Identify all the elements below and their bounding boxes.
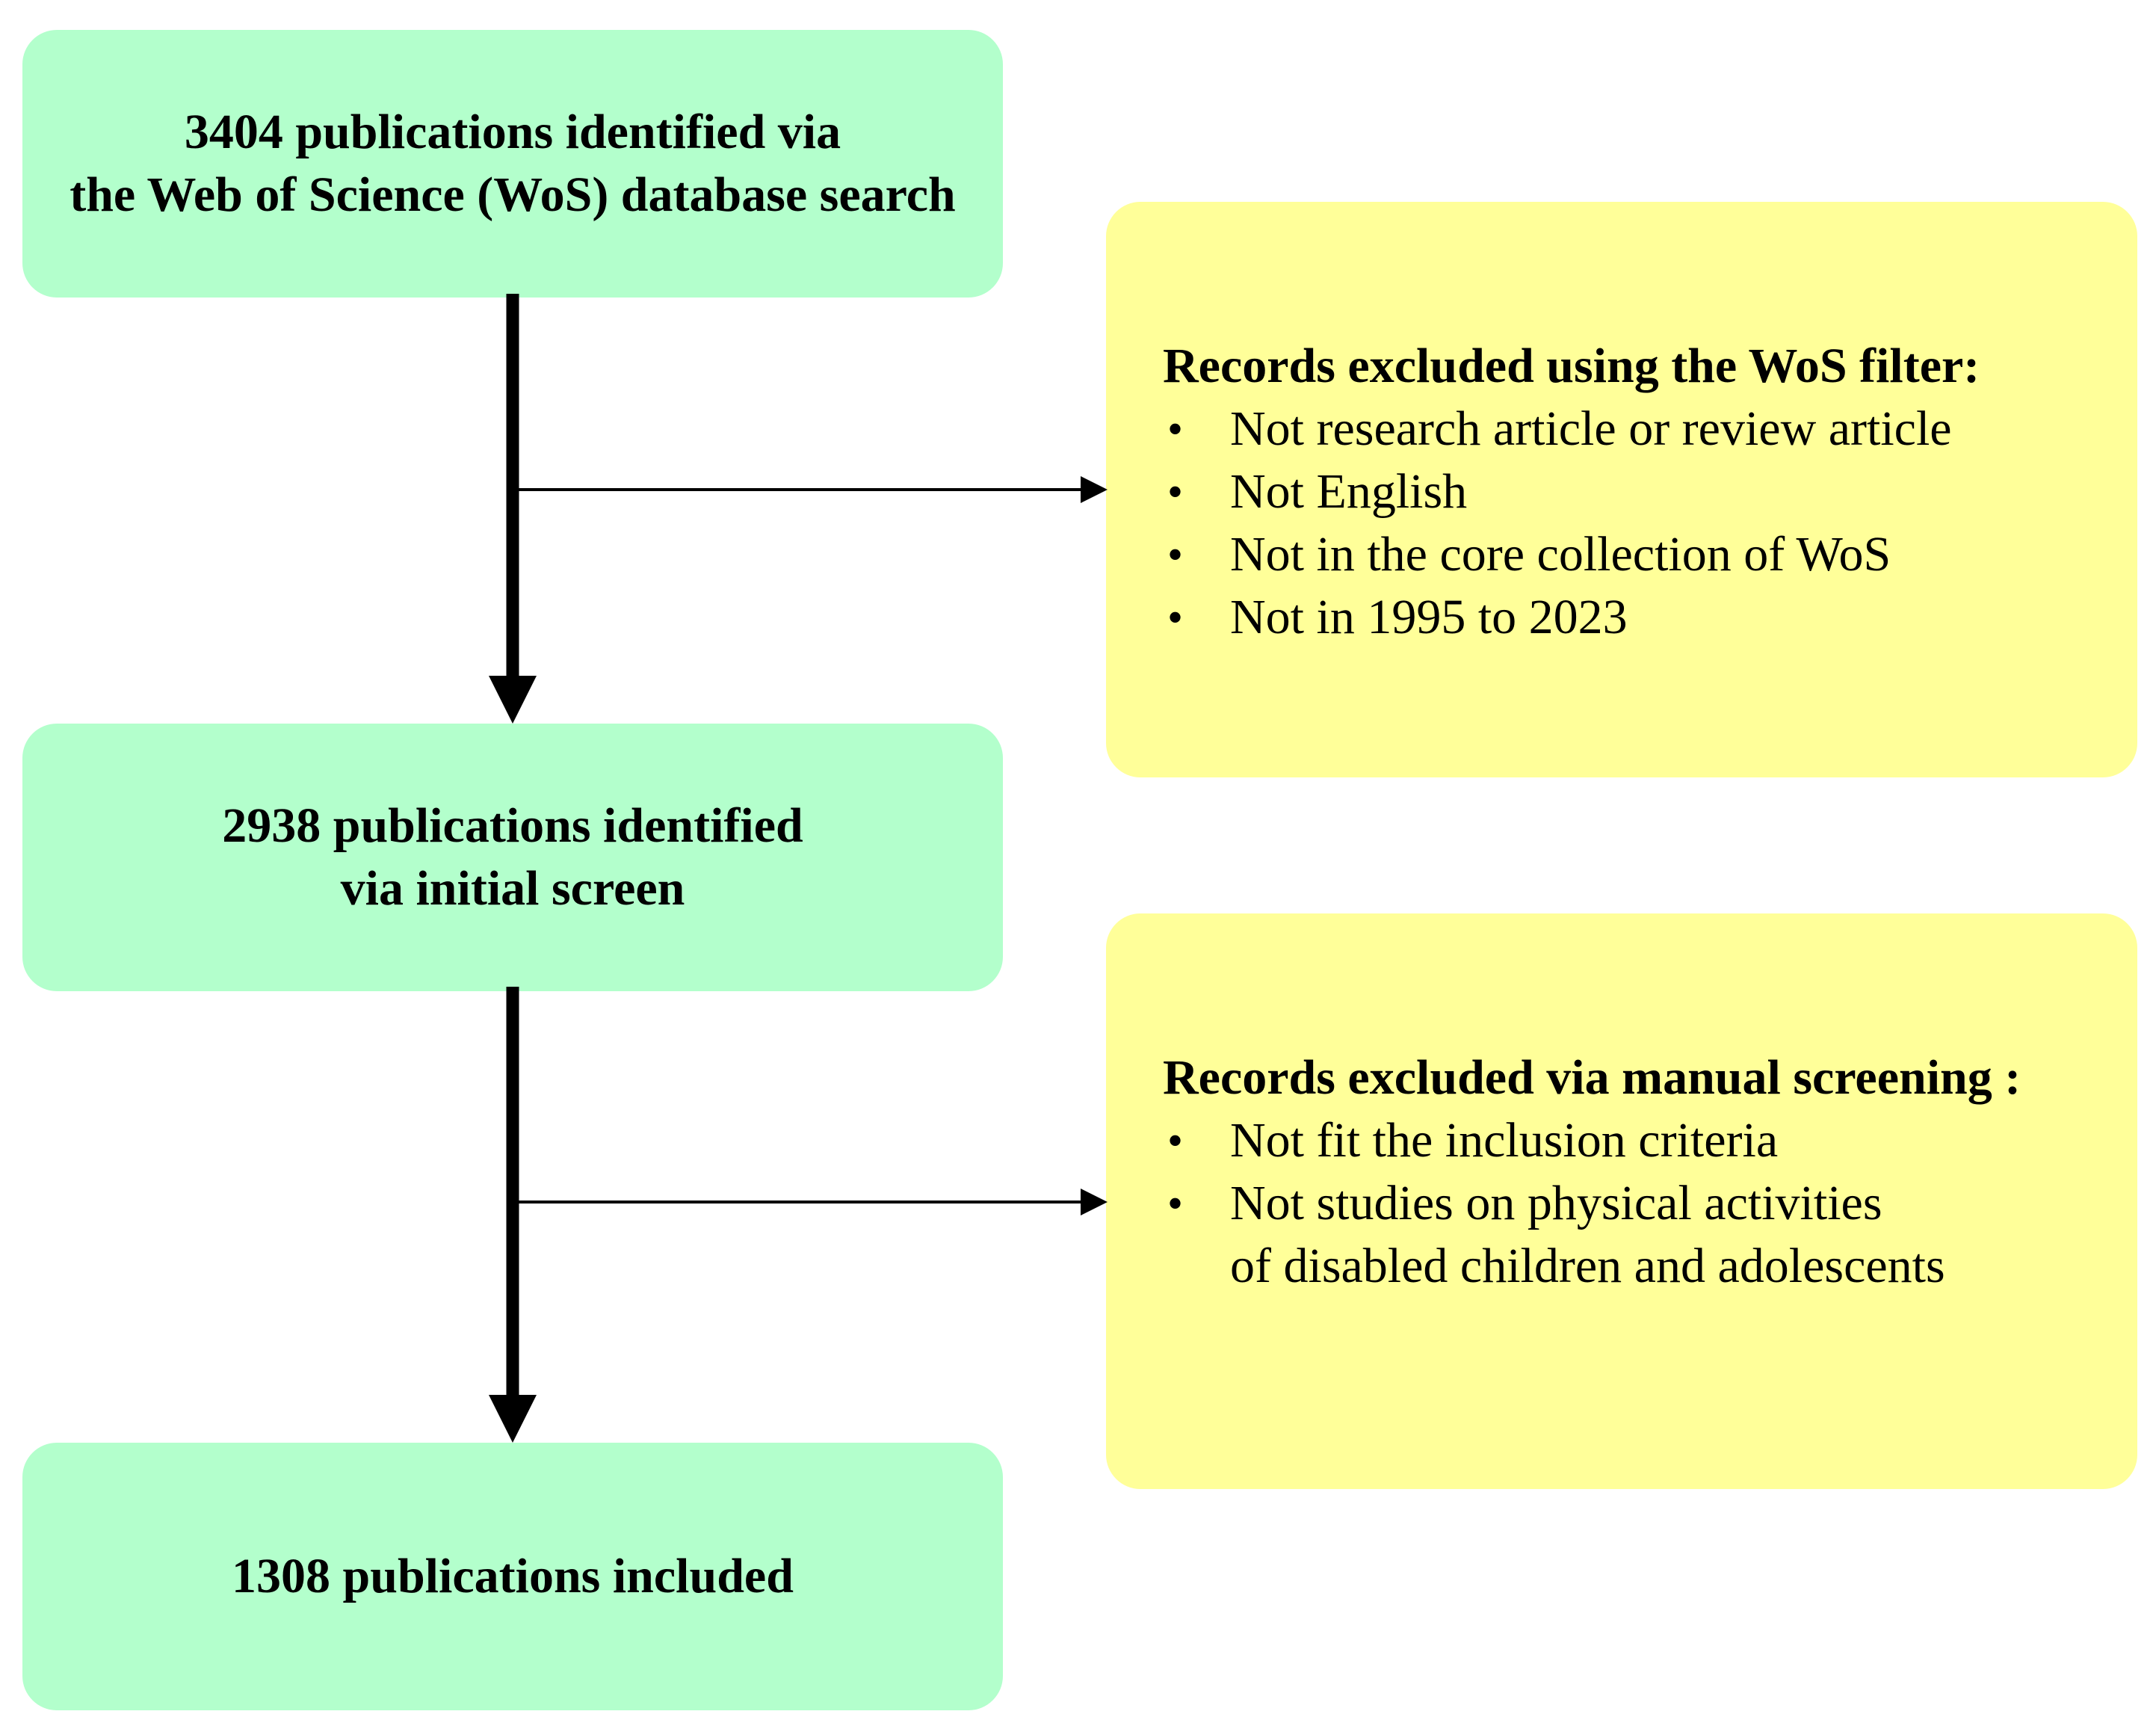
list-item-text-continuation: of disabled children and adolescents <box>1230 1239 1945 1293</box>
screened-box: 2938 publications identified via initial… <box>22 724 1003 991</box>
list-item-text: Not fit the inclusion criteria <box>1230 1113 1779 1168</box>
manual-list: • Not fit the inclusion criteria • Not s… <box>1163 1109 2137 1298</box>
bullet-icon: • <box>1167 1179 1184 1228</box>
exclusion-arrow-1-head <box>1081 476 1108 503</box>
identified-text: 3404 publications identified via the Web… <box>70 101 956 226</box>
screened-line-2: via initial screen <box>340 861 685 916</box>
list-item-text: Not in 1995 to 2023 <box>1230 590 1628 644</box>
identified-box: 3404 publications identified via the Web… <box>22 30 1003 298</box>
wos-filter-list: • Not research article or review article… <box>1163 398 2137 649</box>
bullet-icon: • <box>1167 530 1184 579</box>
exclusion-arrow-2-head <box>1081 1189 1108 1215</box>
bullet-icon: • <box>1167 404 1184 454</box>
identified-line-2: the Web of Science (WoS) database search <box>70 167 956 222</box>
list-item: • Not in the core collection of WoS <box>1163 523 2137 586</box>
identified-line-1: 3404 publications identified via <box>184 105 841 159</box>
included-text: 1308 publications included <box>232 1545 794 1608</box>
main-flow-arrow-2-head <box>489 1395 537 1443</box>
list-item: • Not research article or review article <box>1163 398 2137 460</box>
list-item-text: Not research article or review article <box>1230 401 1952 456</box>
list-item-text: Not English <box>1230 464 1468 519</box>
bullet-icon: • <box>1167 1116 1184 1165</box>
screened-text: 2938 publications identified via initial… <box>222 795 803 920</box>
list-item-text: Not studies on physical activities <box>1230 1176 1882 1230</box>
included-box: 1308 publications included <box>22 1443 1003 1710</box>
main-flow-arrow-1-head <box>489 676 537 724</box>
bullet-icon: • <box>1167 467 1184 517</box>
bullet-icon: • <box>1167 593 1184 642</box>
wos-filter-heading: Records excluded using the WoS filter: <box>1163 339 1980 393</box>
list-item-text: Not in the core collection of WoS <box>1230 527 1891 582</box>
manual-heading: Records excluded via manual screening : <box>1163 1050 2021 1105</box>
list-item: • Not in 1995 to 2023 <box>1163 586 2137 649</box>
screened-line-1: 2938 publications identified <box>222 798 803 853</box>
included-line-1: 1308 publications included <box>232 1549 794 1603</box>
list-item: • Not studies on physical activities of … <box>1163 1172 2137 1298</box>
list-item: • Not fit the inclusion criteria <box>1163 1109 2137 1172</box>
list-item: • Not English <box>1163 460 2137 523</box>
wos-filter-exclusion-box: Records excluded using the WoS filter: •… <box>1106 202 2137 777</box>
manual-exclusion-box: Records excluded via manual screening : … <box>1106 913 2137 1489</box>
